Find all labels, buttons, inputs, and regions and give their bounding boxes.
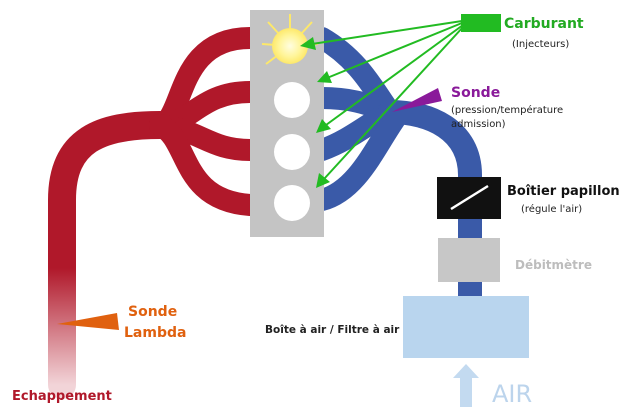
intake-sensor-probe [392,88,442,112]
fuel-arrowhead-3 [316,119,331,133]
lambda-probe [57,313,119,330]
label-debitmetre: Débitmètre [515,258,592,272]
fuel-line-2 [326,22,463,79]
cylinder-3 [274,134,310,170]
label-sonde-lambda-2: Lambda [124,325,186,341]
fuel-injection [300,14,501,188]
label-injecteurs: (Injecteurs) [512,39,569,50]
label-sonde-admission: Sonde [451,85,500,101]
fuel-arrowhead-4 [316,173,330,188]
exhaust-main-pipe [48,111,174,399]
cylinders [261,14,319,221]
label-boitier-papillon: Boîtier papillon [507,184,620,199]
label-pression-line2: admission) [451,119,506,130]
exhaust-runner-4 [149,114,261,216]
label-echappement: Echappement [12,389,112,404]
fuel-line-4 [323,26,464,180]
label-pression-line1: (pression/température [451,104,563,116]
exhaust-manifold [48,27,261,399]
fuel-line-1 [311,20,463,45]
cylinder-4 [274,185,310,221]
airbox-filter [403,296,529,358]
cylinder-2 [274,82,310,118]
label-filtre: Boîte à air / Filtre à air [265,324,400,336]
intake-plenum-pipe [378,100,482,312]
debitmetre-block [438,238,500,282]
fuel-arrowhead-1 [300,37,316,50]
label-carburant: Carburant [504,16,584,32]
label-sonde-lambda-1: Sonde [128,304,177,320]
cylinder-1 [261,14,319,65]
intake-manifold [311,27,482,312]
up-arrow-icon [453,364,479,407]
fuel-arrowhead-2 [317,71,332,83]
label-regule-air: (régule l'air) [521,203,582,215]
throttle-body [437,177,501,219]
throttle-plate-icon [450,184,489,211]
fuel-rail [461,14,501,32]
label-air: AIR [492,380,532,407]
fuel-line-3 [325,24,464,126]
